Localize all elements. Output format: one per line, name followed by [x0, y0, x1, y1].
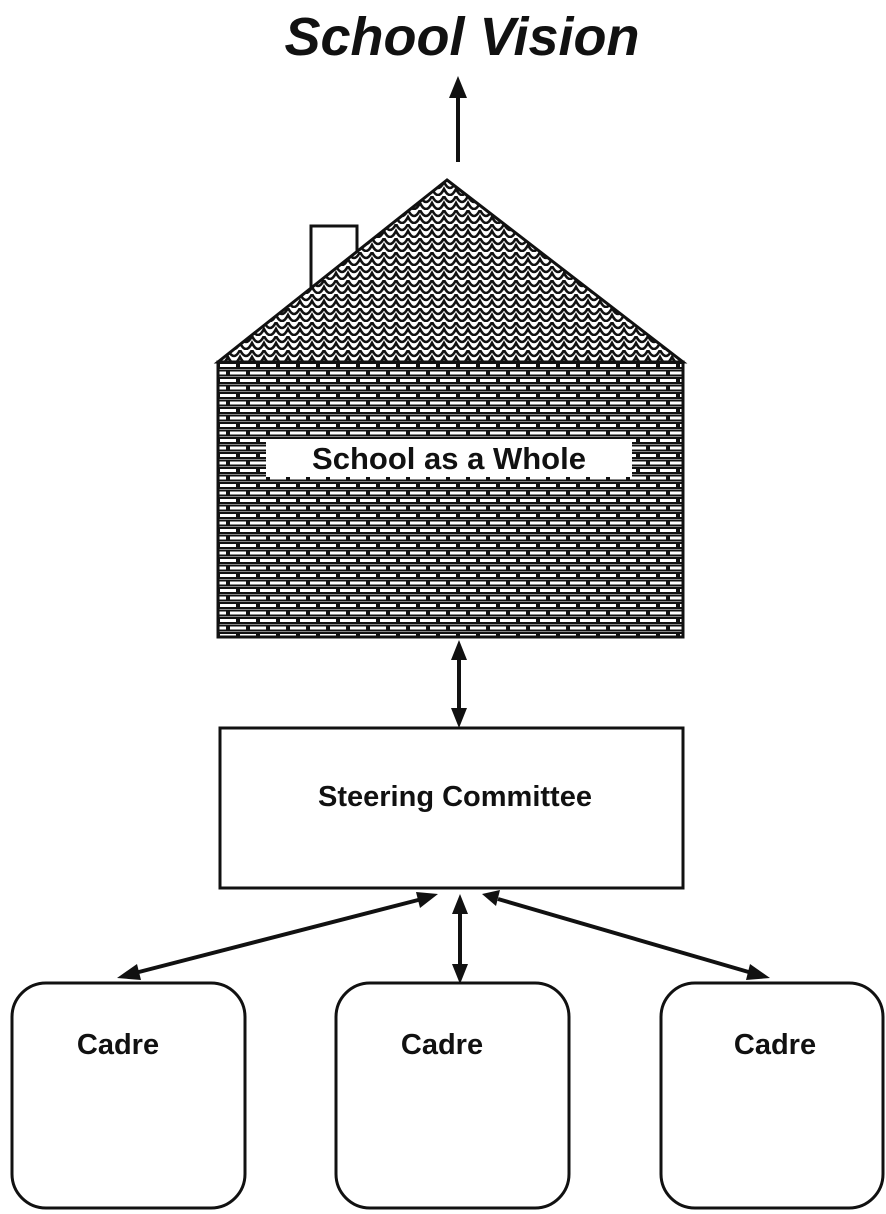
cadre-label: Cadre	[77, 1029, 159, 1061]
school-vision-title: School Vision	[284, 7, 639, 67]
cadre-box-3: Cadre	[659, 981, 885, 1210]
cadre-label: Cadre	[401, 1029, 483, 1061]
cadre-label: Cadre	[734, 1029, 816, 1061]
cadre-box-1: Cadre	[10, 981, 247, 1210]
cadre-box-2: Cadre	[334, 981, 571, 1210]
steering-committee-label: Steering Committee	[318, 781, 592, 813]
house-label-background	[266, 439, 632, 477]
house-roof	[213, 178, 688, 364]
house-icon: School as a Whole	[213, 178, 688, 639]
house-wall	[216, 360, 685, 639]
steering-committee-box: Steering Committee	[218, 726, 685, 890]
house-label: School as a Whole	[312, 441, 586, 476]
house-to-vision-arrow	[449, 76, 467, 162]
committee-cadre-arrows	[117, 890, 770, 984]
house-committee-arrow	[451, 640, 467, 728]
